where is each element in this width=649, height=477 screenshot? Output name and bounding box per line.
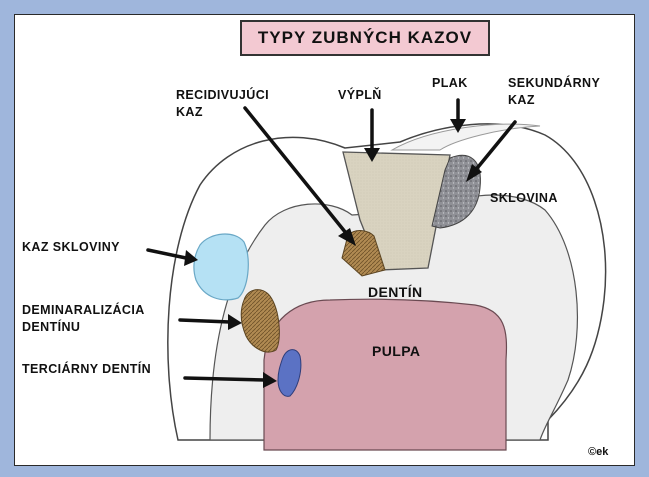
label-demineralizacia: DEMINARALIZÁCIA: [22, 302, 145, 317]
secondary-caries-shape: [431, 154, 481, 229]
label-recidivujuci-kaz: KAZ: [176, 105, 203, 119]
arrowhead-demineralizacia: [228, 314, 242, 330]
arrowhead-kaz-skloviny: [184, 250, 198, 266]
demineralization-shape: [240, 289, 280, 353]
arrow-demineralizacia: [178, 318, 232, 324]
arrowhead-recidivujuci: [338, 228, 356, 246]
arrowhead-sekundarny: [466, 164, 482, 182]
arrowhead-vypln: [364, 148, 380, 162]
arrowhead-terciarny: [263, 372, 277, 388]
label-plak: PLAK: [432, 76, 468, 90]
arrow-sekundarny: [472, 120, 517, 174]
arrow-kaz-skloviny: [146, 248, 188, 260]
label-dentin: DENTÍN: [368, 284, 423, 300]
arrowhead-plak: [450, 119, 466, 133]
arrow-recidivujuci: [243, 106, 352, 240]
label-sklovina: SKLOVINA: [490, 191, 558, 205]
plaque-shape: [390, 123, 541, 151]
diagram-title: TYPY ZUBNÝCH KAZOV: [240, 20, 490, 56]
label-demineralizacia-dentinu: DENTÍNU: [22, 319, 80, 334]
tertiary-dentin-shape: [277, 349, 302, 397]
label-sekundarny-kaz: KAZ: [508, 93, 535, 107]
label-sekundarny: SEKUNDÁRNY: [508, 75, 600, 90]
pulp-shape: [263, 298, 508, 451]
label-kaz-skloviny: KAZ SKLOVINY: [22, 240, 120, 254]
copyright-mark: ©ek: [588, 446, 609, 458]
enamel-caries-shape: [193, 233, 249, 301]
label-pulpa: PULPA: [372, 343, 420, 359]
label-terciarny-dentin: TERCIÁRNY DENTÍN: [22, 361, 151, 376]
label-recidivujuci: RECIDIVUJÚCI: [176, 87, 269, 102]
arrow-terciarny: [183, 376, 267, 382]
label-vypln: VÝPLŇ: [338, 87, 382, 102]
